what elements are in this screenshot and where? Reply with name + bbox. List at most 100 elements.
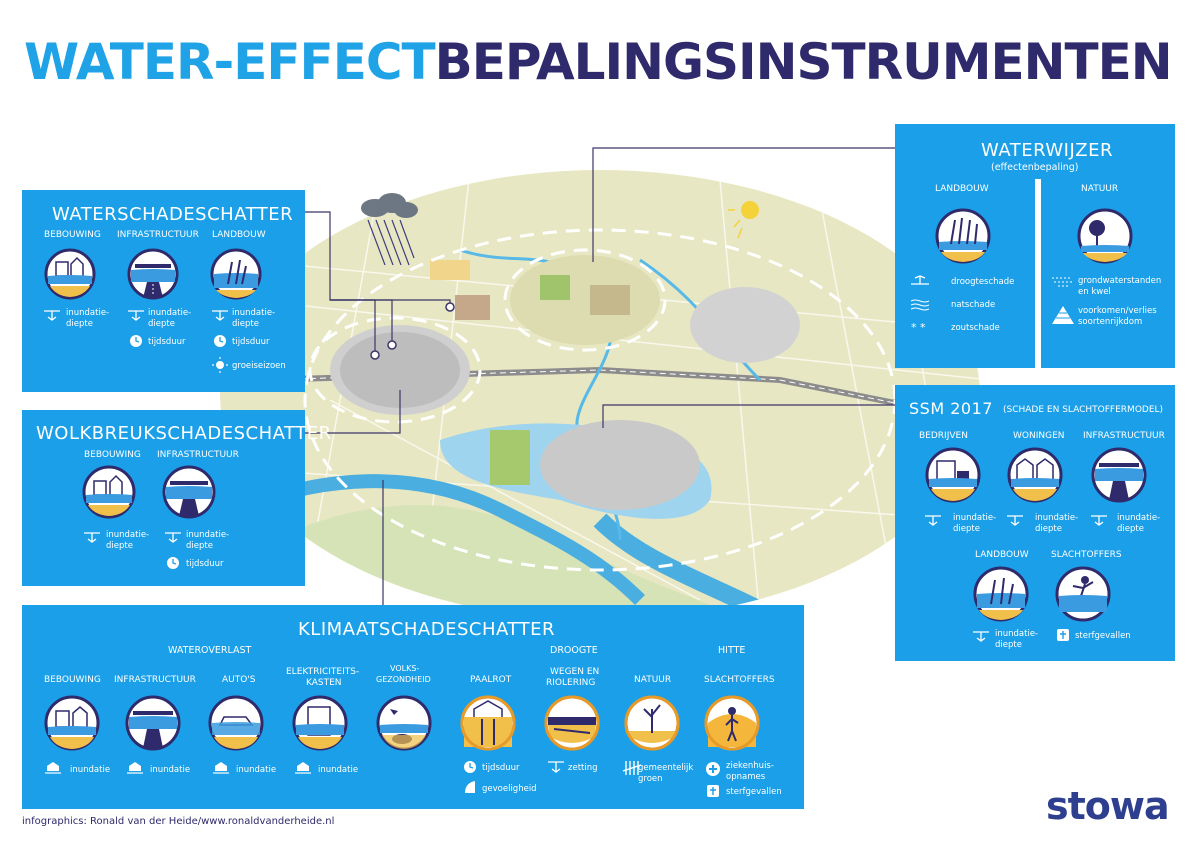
business-flood-icon [925,447,981,503]
ssm-cat-slachtoffers: SLACHTOFFERS [1051,550,1122,560]
rat-health-icon [376,695,432,751]
building-flood-icon [82,465,136,519]
waterwijzer-subtitle: (effectenbepaling) [991,162,1079,173]
road-flood-icon [162,465,216,519]
ks-cat-natuur: NATUUR [634,675,672,685]
wss-legend-tijdsduur: tijdsduur [148,337,186,347]
wss-legend-inundatie-1: inundatie- [66,308,110,318]
ks-legend-inundatie-1: inundatie [70,765,111,775]
clock-icon [130,335,142,347]
ssm-legend-diepte-3: diepte [1117,524,1144,534]
ww-legend-grondwater: grondwaterstanden [1078,276,1162,286]
ks-legend-inundatie-4: inundatie [318,765,359,775]
ks-cat-riolering: RIOLERING [546,678,596,688]
ks-legend-opnames: opnames [726,772,766,782]
wolk-legend-inundatie-2: inundatie- [186,530,230,540]
wet-icon [910,299,930,311]
car-flood-icon [208,695,264,751]
ks-cat-kasten: KASTEN [306,678,342,688]
ks-cat-slachtoffers: SLACHTOFFERS [704,675,775,685]
wss-legend-diepte-2: diepte [148,319,175,329]
ks-legend-ziekenhuis: ziekenhuis- [726,761,774,771]
road-flood-icon [1091,447,1147,503]
crop-flood-icon [210,248,262,300]
tally-icon [622,761,642,775]
heat-victim-icon [704,695,760,751]
ks-legend-tijdsduur: tijdsduur [482,763,520,773]
depth-icon [165,532,181,543]
ks-cat-elektriciteits: ELEKTRICITEITS- [286,667,360,677]
credit-line: infographics: Ronald van der Heide/www.r… [22,816,335,827]
ks-legend-zetting: zetting [568,763,598,773]
ssm-legend-inundatie-3: inundatie- [1117,513,1161,523]
wss-cat-infrastructuur: INFRASTRUCTUUR [117,230,199,240]
crop-icon [935,208,991,264]
salt-icon: * * [911,321,926,334]
ssm-cat-bedrijven: BEDRIJVEN [919,431,968,441]
ssm-panel: SSM 2017 (SCHADE EN SLACHTOFFERMODEL) BE… [895,385,1175,661]
ssm-legend-inundatie-1: inundatie- [953,513,997,523]
house-flood-icon [1007,447,1063,503]
clock-icon [167,557,179,569]
depth-icon [212,310,228,321]
hospital-icon [706,762,720,776]
ks-cat-autos: AUTO'S [222,675,256,685]
drowning-person-icon [1055,566,1111,622]
wss-cat-bebouwing: BEBOUWING [44,230,101,240]
ks-cat-gezondheid: GEZONDHEID [376,675,431,684]
stowa-logo: stowa [1046,784,1170,828]
ssm-legend-sterfgevallen: sterfgevallen [1075,631,1131,641]
sensitivity-icon [465,781,475,793]
road-sewer-icon [544,695,600,751]
ks-legend-gemeentelijk: gemeentelijk [638,763,694,773]
wss-legend-diepte-1: diepte [66,319,93,329]
wolkbreuk-title: WOLKBREUKSCHADESCHATTER [36,423,332,444]
ks-cat-volks: VOLKS- [390,664,420,673]
ssm-subtitle: (SCHADE EN SLACHTOFFERMODEL) [1003,405,1164,415]
ww-legend-zoutschade: zoutschade [951,323,1000,333]
depth-icon [925,515,941,526]
depth-icon [84,532,100,543]
ssm-cat-woningen: WONINGEN [1013,431,1065,441]
sun-icon [212,357,228,373]
wss-legend-inundatie-2: inundatie- [148,308,192,318]
flood-house-icon [213,762,229,774]
wss-legend-tijdsduur-2: tijdsduur [232,337,270,347]
clock-icon [464,761,476,773]
flood-house-icon [127,762,143,774]
ssm-cat-infrastructuur: INFRASTRUCTUUR [1083,431,1165,441]
ww-legend-soortenrijkdom: soortenrijkdom [1078,317,1143,327]
depth-icon [1007,515,1023,526]
title-part-2: BEPALINGSINSTRUMENTEN [434,33,1173,91]
ks-legend-inundatie-3: inundatie [236,765,277,775]
waterwijzer-title: WATERWIJZER [981,140,1114,161]
grave-icon [1057,629,1069,641]
ssm-legend-diepte-1: diepte [953,524,980,534]
pile-rot-icon [460,695,516,751]
klimaat-title: KLIMAATSCHADESCHATTER [298,619,555,640]
ww-cat-natuur: NATUUR [1081,184,1119,194]
depth-icon [44,310,60,321]
road-flood-icon [127,248,179,300]
ssm-legend-inundatie-2: inundatie- [1035,513,1079,523]
wolk-cat-infrastructuur: INFRASTRUCTUUR [157,450,239,460]
grave-icon [707,785,719,797]
species-pyramid-icon [1052,306,1074,324]
wolk-legend-tijdsduur: tijdsduur [186,559,224,569]
ks-cat-paalrot: PAALROT [470,675,512,685]
drought-icon [911,275,929,285]
klimaat-group-droogte: DROOGTE [550,645,598,656]
waterwijzer-panel: WATERWIJZER (effectenbepaling) LANDBOUW … [895,124,1175,368]
nature-icon [1077,208,1133,264]
wolk-legend-diepte-2: diepte [186,541,213,551]
svg-text:* *: * * [911,321,926,334]
ks-legend-groen: groen [638,774,663,784]
ks-legend-sterfgevallen: sterfgevallen [726,787,782,797]
ww-cat-landbouw: LANDBOUW [935,184,989,194]
depth-icon [973,631,989,642]
ks-cat-bebouwing: BEBOUWING [44,675,101,685]
ks-cat-wegen-en: WEGEN EN [550,667,600,677]
wss-legend-groeiseizoen: groeiseizoen [232,361,286,371]
waterwijzer-divider [1035,179,1041,368]
